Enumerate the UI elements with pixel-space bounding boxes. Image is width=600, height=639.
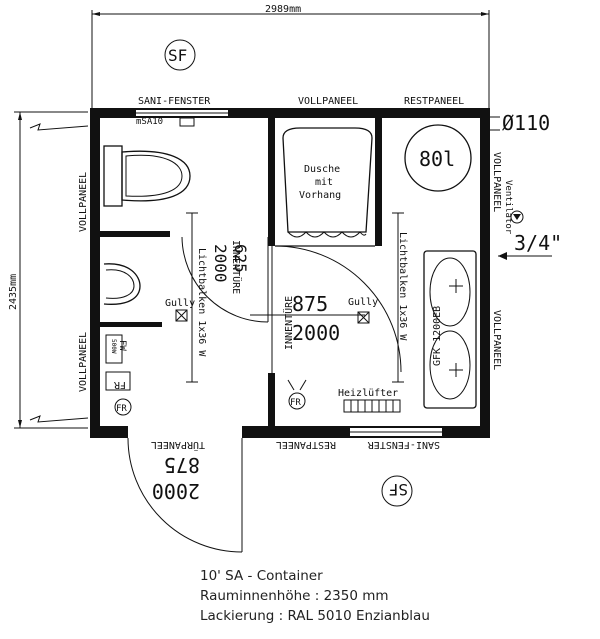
svg-text:500W: 500W xyxy=(110,339,117,354)
svg-text:FW: FW xyxy=(117,340,127,351)
label-msa10: mSA10 xyxy=(136,117,163,127)
fr-marker-3: FR xyxy=(287,379,307,410)
label-turpaneel: TÜRPANEEL xyxy=(151,439,205,452)
door-innen-2: INNENTÜRE 875 2000 xyxy=(250,245,402,373)
label-vollpaneel-top: VOLLPANEEL xyxy=(298,96,358,107)
gully-left-label: Gully xyxy=(165,298,195,309)
shower-icon: Dusche mit Vorhang xyxy=(282,127,373,238)
notes: 10' SA - Container Rauminnenhöhe : 2350 … xyxy=(200,566,520,626)
svg-text:FR: FR xyxy=(290,398,301,408)
svg-text:FR: FR xyxy=(116,404,127,414)
label-sani-fenster-top: SANI-FENSTER xyxy=(138,96,211,107)
note-line-2: Rauminnenhöhe : 2350 mm xyxy=(200,588,389,604)
washbasin-label: GFK 1200EB xyxy=(432,306,443,366)
light-right: Lichtbalken 1x36 W xyxy=(392,212,408,383)
svg-text:INNENTÜRE: INNENTÜRE xyxy=(230,240,243,294)
fw-heater: FW 500W xyxy=(105,334,127,364)
door-innen-1: INNENTÜRE 625 2000 xyxy=(181,236,269,323)
interior-walls xyxy=(100,118,382,426)
svg-text:2000: 2000 xyxy=(152,479,200,503)
boiler-label: 80l xyxy=(419,147,455,171)
svg-text:SF: SF xyxy=(389,480,408,499)
shower-label-3: Vorhang xyxy=(299,190,341,201)
boiler-icon: 80l xyxy=(404,124,472,192)
svg-text:2000: 2000 xyxy=(292,321,340,345)
door-entry: 875 2000 xyxy=(127,437,243,553)
label-restpaneel-top: RESTPANEEL xyxy=(404,96,464,107)
top-dimension: 2989mm xyxy=(91,4,490,110)
svg-text:INNENTÜRE: INNENTÜRE xyxy=(282,296,295,350)
outer-walls xyxy=(90,108,490,438)
sf-marker-top: SF xyxy=(164,39,196,71)
label-vollpaneel-left-2: VOLLPANEEL xyxy=(78,332,89,392)
shower-label-2: mit xyxy=(315,177,333,188)
urinal-icon xyxy=(103,263,141,305)
top-dimension-label: 2989mm xyxy=(265,4,301,15)
svg-text:2000: 2000 xyxy=(211,244,230,283)
label-sani-fenster-bottom: SANI-FENSTER xyxy=(367,439,440,450)
ventilator-label: Ventilator xyxy=(503,180,513,235)
heizluefter: Heizlüfter xyxy=(338,388,401,413)
note-line-1: 10' SA - Container xyxy=(200,568,323,584)
washbasin-gfk: GFK 1200EB xyxy=(423,250,477,409)
gully-right: Gully xyxy=(348,297,378,324)
label-vollpaneel-right-1: VOLLPANEEL xyxy=(491,152,502,212)
svg-text:SF: SF xyxy=(168,46,187,65)
left-dimension-label: 2435mm xyxy=(8,274,19,310)
gully-right-label: Gully xyxy=(348,297,378,308)
label-vollpaneel-right-2: VOLLPANEEL xyxy=(491,310,502,370)
sf-marker-bottom: SF xyxy=(381,475,413,507)
shower-label-1: Dusche xyxy=(304,164,340,175)
light-left-label: Lichtbalken 1x36 W xyxy=(196,248,207,357)
fr-marker-1: FR xyxy=(105,371,131,391)
pipe-110-label: Ø110 xyxy=(502,111,550,135)
light-right-label: Lichtbalken 1x36 W xyxy=(397,232,408,341)
svg-text:FR: FR xyxy=(113,379,126,390)
light-left: Lichtbalken 1x36 W xyxy=(186,212,207,383)
label-vollpaneel-left-1: VOLLPANEEL xyxy=(78,172,89,232)
note-line-3: Lackierung : RAL 5010 Enzianblau xyxy=(200,608,430,624)
svg-text:625: 625 xyxy=(231,244,250,273)
label-restpaneel-bottom: RESTPANEEL xyxy=(276,439,336,450)
svg-text:875: 875 xyxy=(164,453,200,477)
ventilator: Ventilator xyxy=(503,180,524,235)
heizluefter-label: Heizlüfter xyxy=(338,388,398,399)
toilet-icon xyxy=(103,145,191,207)
left-dimension: 2435mm xyxy=(8,111,89,429)
pipe-34: 3/4" xyxy=(498,231,562,260)
pipe-110: Ø110 xyxy=(490,111,550,135)
svg-text:875: 875 xyxy=(292,292,328,316)
gully-left: Gully xyxy=(165,298,195,322)
fr-marker-2: FR xyxy=(114,398,132,416)
pipe-34-label: 3/4" xyxy=(514,231,562,255)
